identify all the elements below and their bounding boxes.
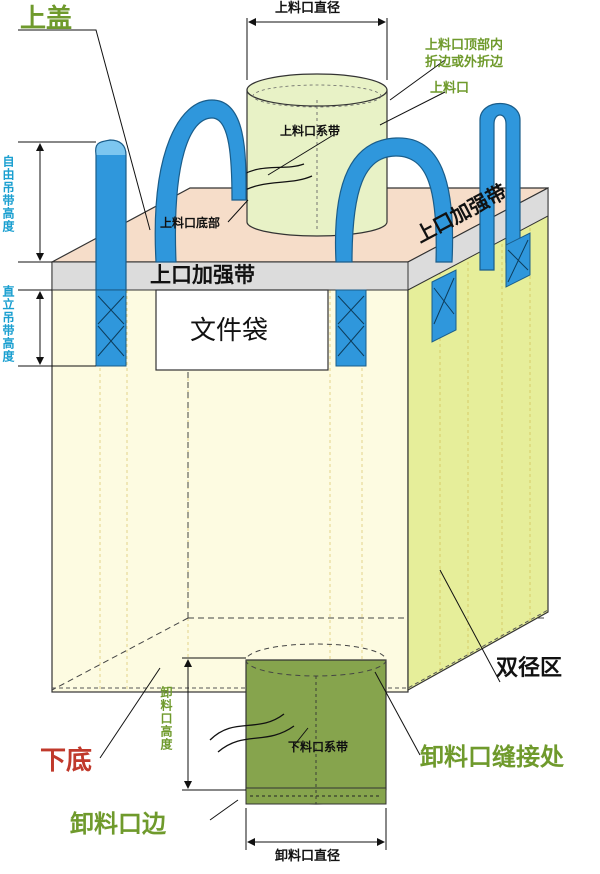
- top-spout-base-label: 上料口底部: [160, 216, 221, 230]
- discharge-seam-label: 卸料口缝接处: [420, 743, 564, 771]
- discharge-edge-label: 卸料口边: [70, 810, 166, 838]
- side-seams: [439, 198, 531, 672]
- discharge-spout-shape: [245, 643, 387, 805]
- top-band-front-label: 上口加强带: [150, 263, 255, 287]
- strap-attachments: [95, 232, 531, 367]
- top-spout-label: 上料口: [430, 81, 470, 96]
- leader-lines: [18, 29, 501, 821]
- bottom-stitch: [52, 609, 549, 689]
- document-pocket-label: 文件袋: [190, 316, 269, 346]
- top-cover-label: 上盖: [20, 4, 73, 34]
- discharge-tie: [209, 713, 295, 753]
- upright-loop-height-label: 直立吊带高度: [1, 285, 15, 363]
- lifting-straps: [95, 99, 521, 291]
- discharge-height-label: 卸料口高度: [159, 686, 173, 751]
- bottom-base-label: 下底: [40, 746, 93, 776]
- discharge-tie-label: 下料口系带: [288, 740, 349, 754]
- top-spout-diameter-label: 上料口直径: [275, 1, 341, 16]
- top-spout-note-label: 上料口顶部内 折边或外折边: [425, 38, 504, 70]
- discharge-diameter-label: 卸料口直径: [275, 849, 341, 864]
- top-spout-tie-label: 上料口系带: [280, 124, 341, 138]
- free-loop-height-label: 自由吊带高度: [1, 155, 15, 233]
- double-seam-zone-label: 双径区: [496, 656, 563, 681]
- document-pocket-shape: [155, 289, 329, 371]
- dimension-lines: [18, 18, 388, 850]
